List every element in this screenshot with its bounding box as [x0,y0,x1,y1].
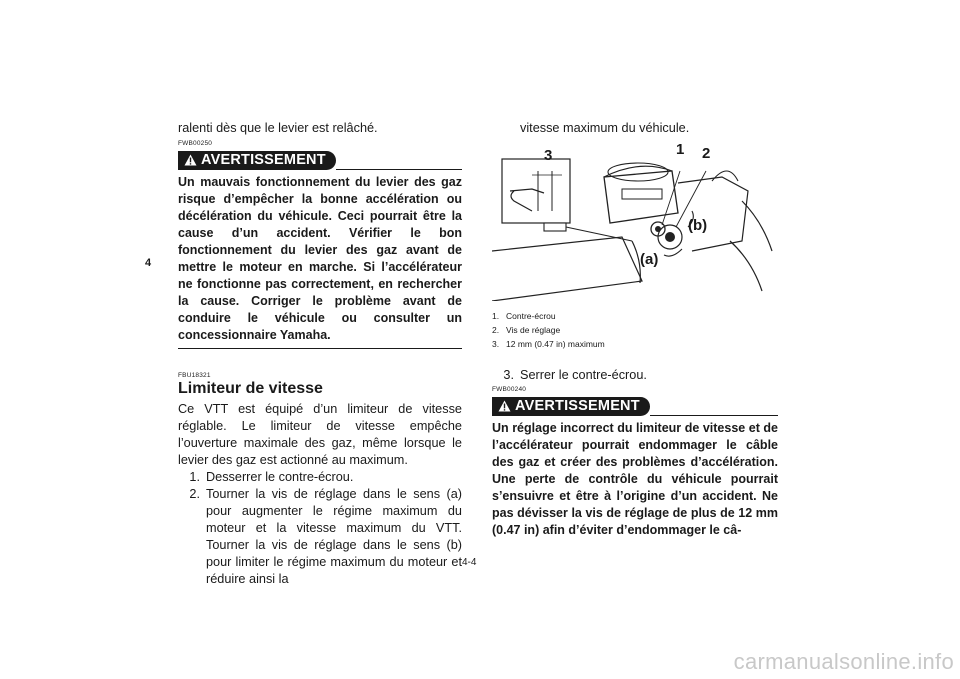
warning-triangle-icon [498,400,511,412]
throttle-illustration: 3 1 2 (b) (a) [491,141,776,302]
step-number: 2. [189,487,200,501]
step-text: Serrer le contre-écrou. [520,368,647,382]
step-text: Desserrer le contre-écrou. [206,470,354,484]
warning-label: AVERTISSEMENT [515,398,640,414]
warning-text: Un mauvais fonctionnement du levier des … [178,175,462,342]
legend-number: 1. [492,311,500,321]
intro-text: ralenti dès que le levier est relâché. [178,121,378,135]
callout-1: 1 [676,141,685,158]
page-number: 4-4 [462,557,477,568]
step-item: 3. Serrer le contre-écrou. [492,367,778,384]
warning-rule [335,150,462,170]
step-text: Tourner la vis de réglage dans le sens (… [206,487,462,586]
step-item: 2. Tourner la vis de réglage dans le sen… [178,486,462,588]
warning-badge: AVERTISSEMENT [492,396,650,416]
warning-header: AVERTISSEMENT [492,396,778,416]
chapter-tab: 4 [144,257,152,269]
warning-badge: AVERTISSEMENT [178,150,336,170]
section-title: Limiteur de vitesse [178,380,323,397]
legend-text: Contre-écrou [506,311,556,321]
section-text: Ce VTT est équipé d’un limiteur de vites… [178,402,462,467]
warning-code: FWB00240 [492,386,527,393]
legend-text: Vis de réglage [506,325,561,335]
legend-number: 2. [492,325,500,335]
step-number: 1. [189,470,200,484]
callout-a: (a) [640,251,659,268]
legend-item: 3. 12 mm (0.47 in) maximum [492,337,778,351]
watermark: carmanualsonline.info [733,649,954,674]
throttle-drawing [491,158,773,302]
legend-text: 12 mm (0.47 in) maximum [506,339,605,349]
right-column: vitesse maximum du véhicule. [491,120,778,539]
callout-b: (b) [688,217,708,234]
warning-text: Un réglage incorrect du limiteur de vite… [492,421,778,537]
warning-rule [649,396,778,416]
step-number: 3. [503,368,514,382]
figure-legend: 1. Contre-écrou 2. Vis de réglage 3. 12 mm … [492,309,778,351]
step-item: 1. Desserrer le contre-écrou. [178,469,462,486]
section-code: FBU18321 [178,372,211,379]
warning-end-rule [178,348,462,349]
warning-code: FWB00250 [178,140,213,147]
warning-header: AVERTISSEMENT [178,150,462,170]
callout-2: 2 [702,145,711,162]
legend-item: 2. Vis de réglage [492,323,778,337]
warning-triangle-icon [184,154,197,166]
left-column: ralenti dès que le levier est relâché. F… [178,120,462,588]
continuation-text: vitesse maximum du véhicule. [520,121,690,135]
legend-number: 3. [492,339,500,349]
callout-3: 3 [544,147,553,164]
warning-label: AVERTISSEMENT [201,152,326,168]
legend-item: 1. Contre-écrou [492,309,778,323]
